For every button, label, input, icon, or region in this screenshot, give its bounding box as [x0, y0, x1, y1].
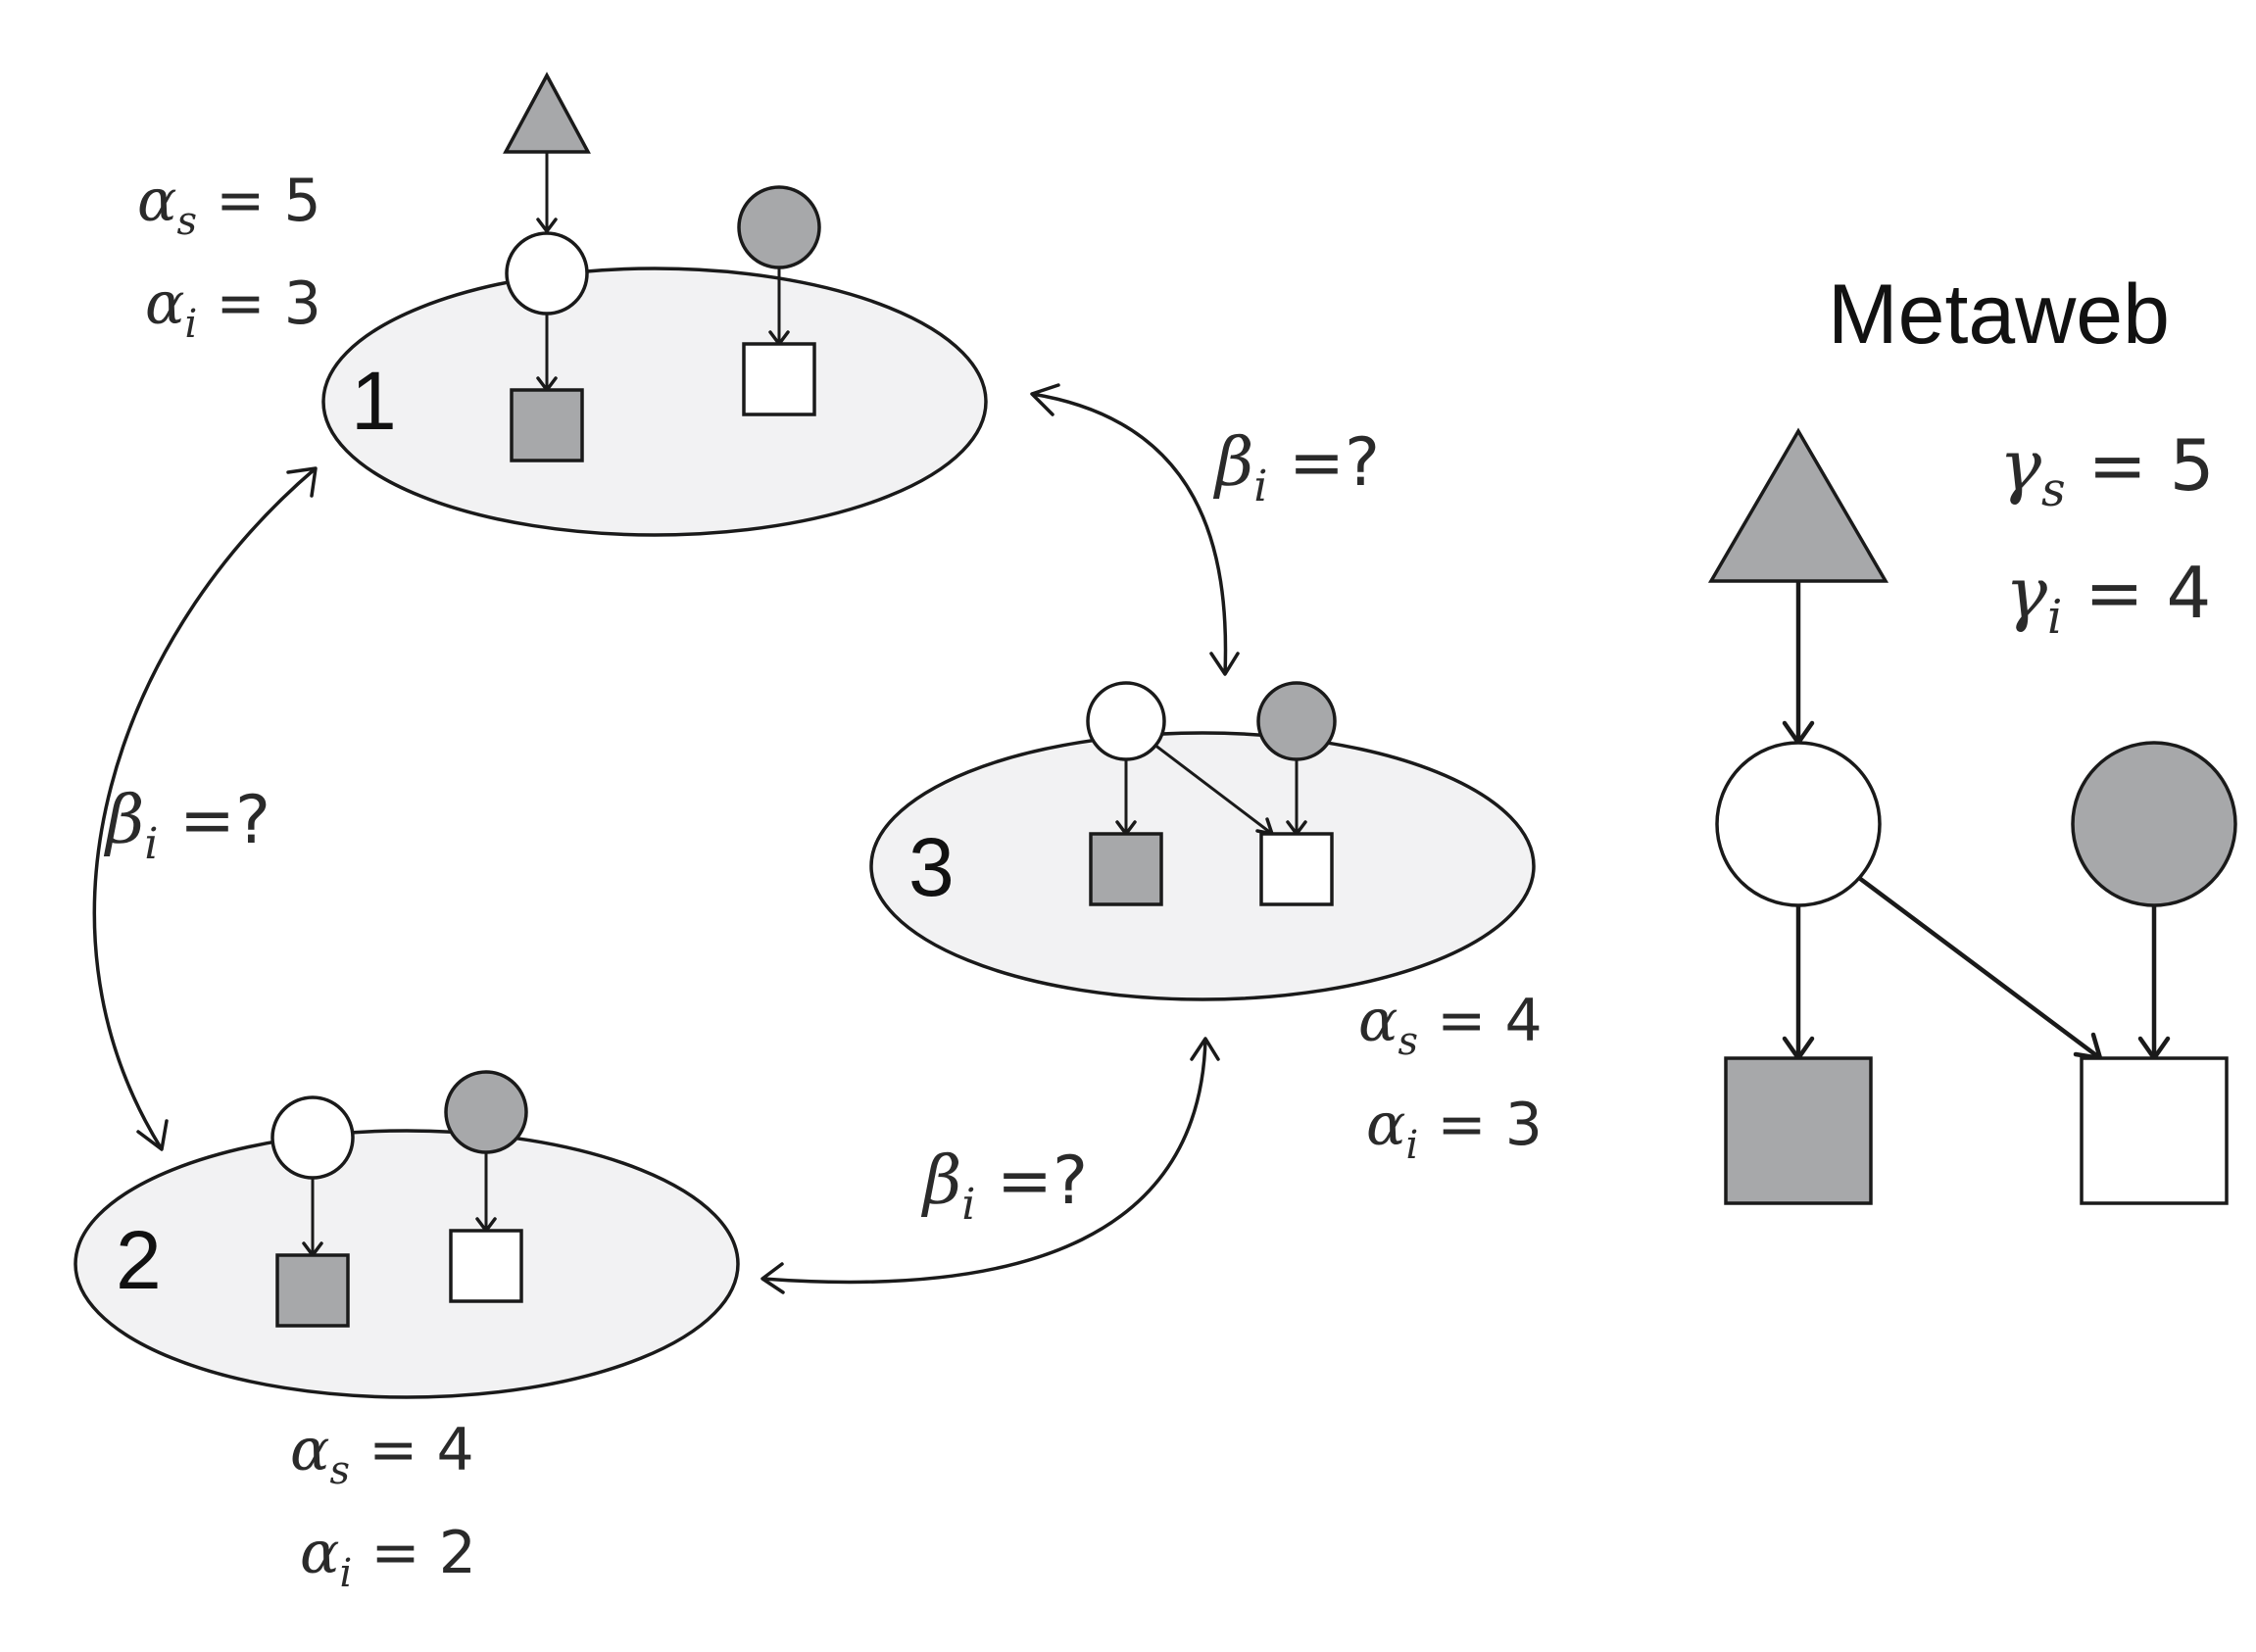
- arrowhead-arc-2-3-top: [1190, 1037, 1220, 1061]
- metaweb-edge-white-circle-to-white-square: [1857, 876, 2102, 1060]
- site-3-label: 3: [908, 821, 955, 913]
- arrowhead-arc-2-3-left: [760, 1262, 785, 1294]
- site-3-edge-white-circle-to-white-square: [1153, 743, 1273, 836]
- metaweb-gamma-s: γs = 5: [1999, 424, 2215, 517]
- site-3: 3 αs = 4 αi = 3: [869, 681, 1543, 1168]
- site-1-arrowhead: [536, 218, 558, 233]
- site-2-white-consumer-circle: [270, 1095, 355, 1180]
- arc-site-1-to-site-2: [92, 466, 318, 1150]
- beta-label-1-2: βi =?: [103, 782, 270, 869]
- site-3-white-resource-square: [1259, 832, 1334, 906]
- site-2-ellipse: [74, 1129, 740, 1399]
- arc-site-1-to-site-3: [1031, 392, 1228, 675]
- metaweb-gamma-i: γi = 4: [2005, 552, 2211, 645]
- site-2-label: 2: [116, 1214, 162, 1306]
- site-3-ellipse: [869, 731, 1536, 1001]
- site-1-grey-resource-square: [510, 388, 584, 462]
- beta-label-1-3: βi =?: [1212, 424, 1380, 511]
- metaweb-white-consumer-circle: [1715, 741, 1882, 907]
- metaweb-top-predator-triangle: [1707, 427, 1889, 583]
- beta-arcs: βi =? βi =? βi =?: [92, 383, 1380, 1294]
- site-3-grey-resource-square: [1089, 832, 1163, 906]
- site-3-alpha-s: αs = 4: [1358, 987, 1543, 1064]
- site-1-alpha-s: αs = 5: [137, 167, 321, 244]
- site-1-label: 1: [351, 355, 397, 447]
- site-3-white-consumer-circle: [1086, 681, 1166, 761]
- arrowhead-arc-1-3-bottom: [1209, 652, 1240, 676]
- site-2-grey-consumer-circle: [444, 1070, 528, 1154]
- metaweb-grey-resource-square: [1724, 1056, 1873, 1205]
- metaweb-white-resource-square: [2080, 1056, 2229, 1205]
- site-1-top-predator-triangle: [503, 72, 591, 154]
- site-2-grey-resource-square: [275, 1253, 350, 1328]
- site-3-alpha-i: αi = 3: [1366, 1091, 1543, 1168]
- metaweb-title: Metaweb: [1828, 267, 2170, 362]
- site-2-alpha-i: αi = 2: [300, 1519, 476, 1596]
- metaweb-grey-consumer-circle: [2071, 741, 2237, 907]
- arc-site-2-to-site-3: [761, 1038, 1207, 1285]
- site-1-grey-consumer-circle: [737, 185, 821, 269]
- site-1-white-resource-square: [742, 342, 816, 416]
- site-3-grey-consumer-circle: [1256, 681, 1337, 761]
- site-2-alpha-s: αs = 4: [290, 1416, 474, 1493]
- arrowhead-arc-1-2-bottom: [136, 1119, 169, 1151]
- site-1-ellipse: [321, 267, 988, 537]
- metaweb: Metaweb γs = 5 γi = 4: [1707, 267, 2237, 1205]
- site-1: 1 αs = 5 αi = 3: [137, 72, 988, 537]
- arrowhead-arc-1-3-top: [1030, 383, 1060, 416]
- site-1-alpha-i: αi = 3: [145, 269, 321, 347]
- site-2: 2 αs = 4 αi = 2: [74, 1070, 740, 1596]
- site-2-white-resource-square: [449, 1229, 523, 1303]
- beta-label-2-3: βi =?: [920, 1142, 1088, 1230]
- site-1-white-consumer-circle: [505, 231, 589, 316]
- arrowhead-arc-1-2-top: [286, 466, 318, 498]
